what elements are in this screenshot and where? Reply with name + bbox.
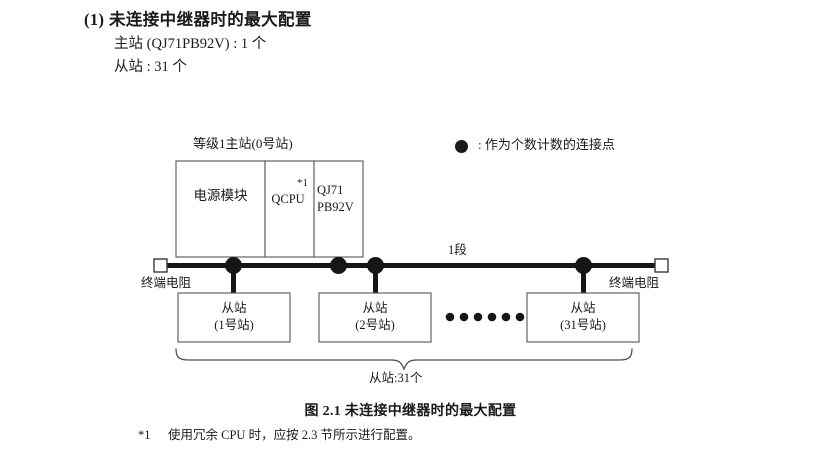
ellipsis-dot [459, 312, 469, 322]
ellipsis-dot [473, 312, 483, 322]
network-module-label-line1: QJ71 [317, 183, 344, 197]
figure-caption: 图 2.1 未连接中继器时的最大配置 [304, 404, 517, 419]
slave-31-label-line1: 从站 [570, 301, 596, 315]
ellipsis-dot [515, 312, 525, 322]
power-module-label: 电源模块 [193, 188, 248, 203]
footnote-mark: *1 [138, 428, 151, 442]
slave-span-brace [175, 348, 633, 371]
slave-2-label-line2: (2号站) [355, 317, 395, 332]
network-module-label-line2: PB92V [317, 199, 354, 214]
ellipsis-dot [501, 312, 511, 322]
page-title: (1) 未连接中继器时的最大配置 [84, 8, 584, 33]
segment-label: 1段 [448, 243, 467, 257]
footnote: *1 使用冗余 CPU 时，应按 2.3 节所示进行配置。 [138, 424, 420, 443]
cpu-module-box [264, 160, 315, 258]
slave-1-label-line2: (1号站) [214, 317, 254, 332]
ellipsis-dots [445, 312, 525, 322]
slave-31-label-line2: (31号站) [560, 317, 606, 332]
section-number: (1) [84, 10, 105, 29]
slave-2-label-line1: 从站 [362, 301, 388, 315]
power-module-box [175, 160, 266, 258]
filled-circle-icon [455, 140, 468, 153]
legend-text: : 作为个数计数的连接点 [478, 137, 615, 152]
terminator-left-symbol [153, 258, 168, 273]
slave-1-label: 从站 (1号站) [178, 300, 290, 333]
heading-block: (1) 未连接中继器时的最大配置 主站 (QJ71PB92V) : 1 个 从站… [84, 8, 584, 80]
spec-slave-count: 从站 : 31 个 [114, 59, 187, 76]
terminator-left-label: 终端电阻 [141, 276, 192, 290]
ellipsis-dot [445, 312, 455, 322]
slave-1-label-line1: 从站 [221, 301, 247, 315]
master-group-label: 等级1主站(0号站) [193, 136, 293, 151]
cpu-module-label: QCPU [271, 192, 305, 206]
ellipsis-dot [487, 312, 497, 322]
slave-2-label: 从站 (2号站) [319, 300, 431, 333]
bus-connection-dots [225, 257, 592, 274]
network-module-label: QJ71 PB92V [317, 182, 361, 216]
connection-dot [330, 257, 347, 274]
footnote-text: 使用冗余 CPU 时，应按 2.3 节所示进行配置。 [168, 428, 421, 442]
slave-span-brace-label: 从站:31个 [369, 371, 423, 385]
terminator-right-symbol [654, 258, 669, 273]
slave-31-label: 从站 (31号站) [527, 300, 639, 333]
connection-dot [367, 257, 384, 274]
spec-master-count: 主站 (QJ71PB92V) : 1 个 [114, 35, 267, 52]
connection-dot [225, 257, 242, 274]
section-title: 未连接中继器时的最大配置 [108, 10, 312, 29]
connection-dot [575, 257, 592, 274]
cpu-footnote-mark: *1 [297, 177, 308, 189]
terminator-right-label: 终端电阻 [609, 276, 660, 290]
